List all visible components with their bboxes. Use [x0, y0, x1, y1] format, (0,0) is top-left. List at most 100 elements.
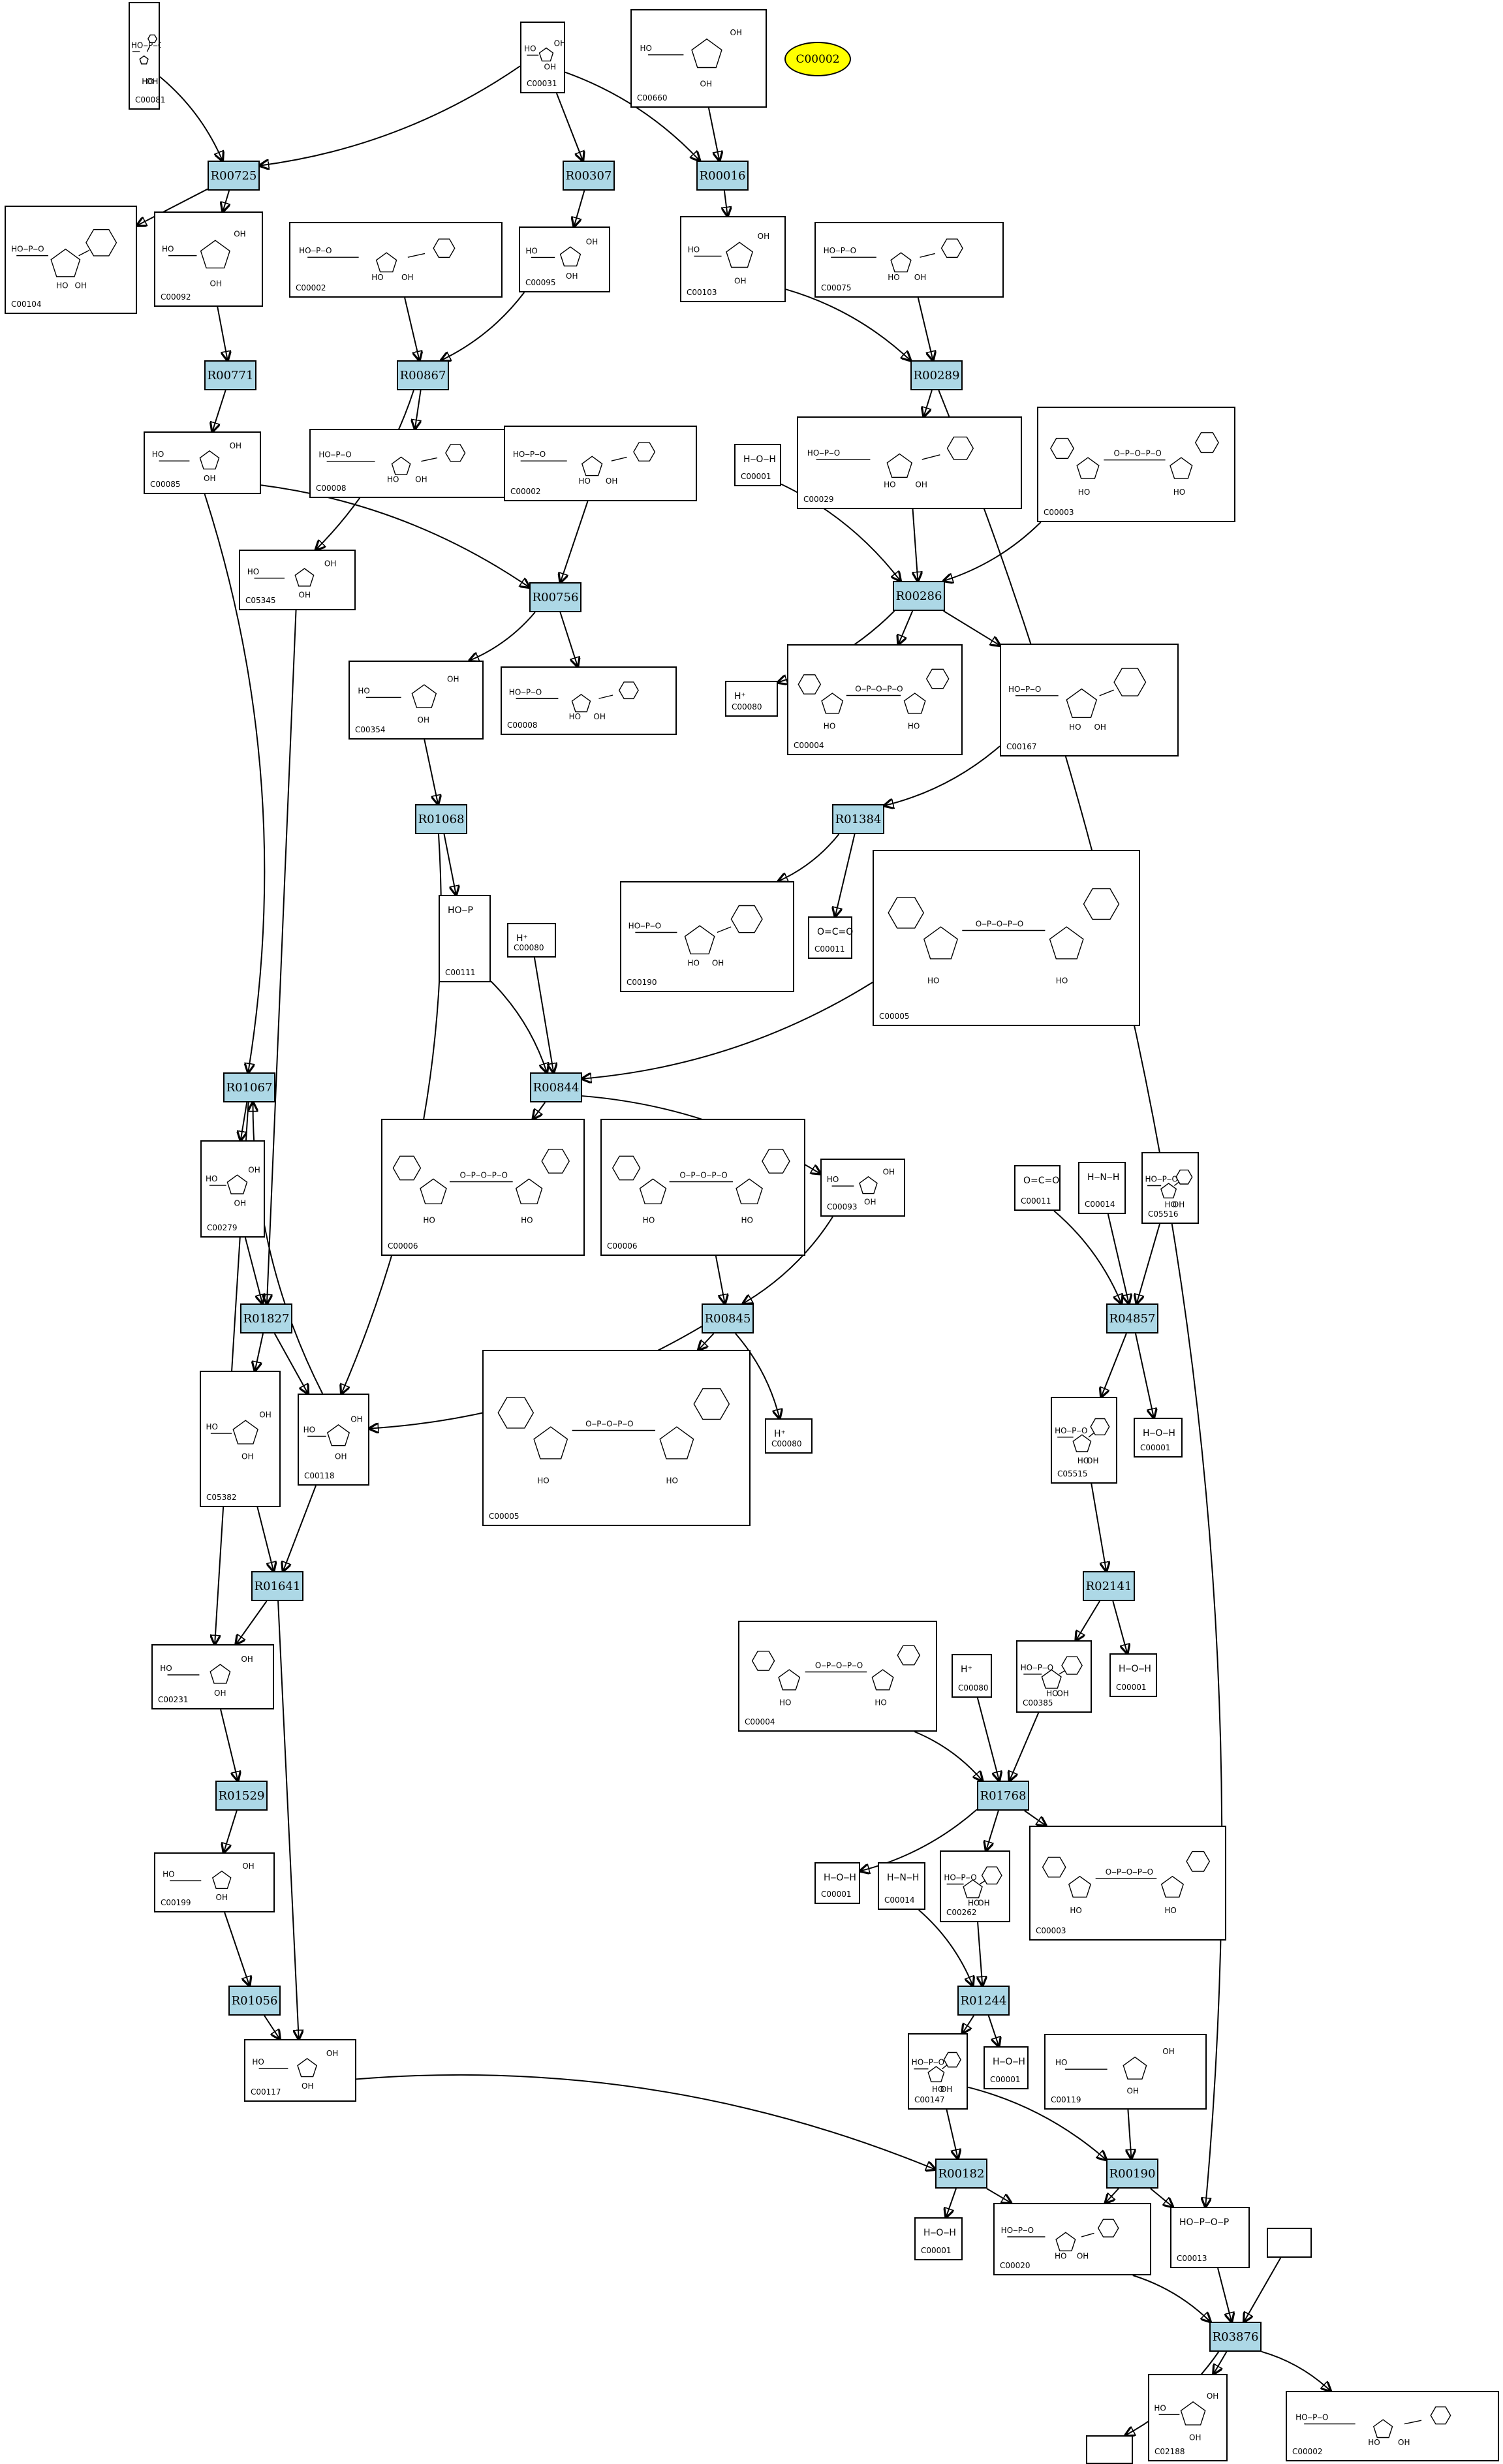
- reaction-r00016[interactable]: R00016: [696, 161, 749, 191]
- svg-text:HO‒P‒O: HO‒P‒O: [1145, 1175, 1178, 1184]
- reaction-r00867[interactable]: R00867: [397, 360, 449, 390]
- compound-c00080a[interactable]: H⁺C00080: [725, 681, 778, 717]
- reaction-r02141[interactable]: R02141: [1083, 1571, 1135, 1601]
- svg-text:HO: HO: [643, 1216, 655, 1225]
- reaction-r03876[interactable]: R03876: [1209, 2322, 1262, 2352]
- edge-c00031-R00307: [555, 93, 583, 161]
- reaction-r01384[interactable]: R01384: [832, 804, 884, 834]
- edge-c00013-R03876: [1217, 2268, 1232, 2322]
- reaction-r01827[interactable]: R01827: [240, 1303, 292, 1333]
- reaction-r01056[interactable]: R01056: [228, 1986, 281, 2016]
- compound-id: C05516: [1148, 1209, 1179, 1219]
- reaction-r00289[interactable]: R00289: [910, 360, 963, 390]
- reaction-r01529[interactable]: R01529: [215, 1781, 268, 1811]
- compound-blank2[interactable]: [1086, 2435, 1133, 2464]
- reaction-r00771[interactable]: R00771: [204, 360, 256, 390]
- edge-c00020-R03876: [1132, 2275, 1211, 2322]
- edge-R00771-c00085: [212, 390, 226, 431]
- edge-c00095-R00867: [441, 292, 525, 360]
- reaction-r04857[interactable]: R04857: [1106, 1303, 1158, 1333]
- reaction-r01641[interactable]: R01641: [251, 1571, 303, 1601]
- edge-R00190-c00013: [1150, 2188, 1173, 2207]
- reaction-r00845[interactable]: R00845: [702, 1303, 754, 1333]
- compound-id: C00385: [1023, 1698, 1053, 1708]
- svg-text:HO: HO: [371, 273, 383, 282]
- reaction-r00286[interactable]: R00286: [893, 581, 945, 611]
- reaction-r00190[interactable]: R00190: [1106, 2159, 1158, 2189]
- reaction-r00756[interactable]: R00756: [529, 582, 581, 612]
- reaction-r01067[interactable]: R01067: [223, 1072, 275, 1102]
- compound-c00080d[interactable]: H⁺C00080: [952, 1654, 992, 1698]
- compound-c00080b[interactable]: H⁺C00080: [507, 923, 556, 958]
- reaction-r00844[interactable]: R00844: [530, 1072, 582, 1102]
- compound-c00080c[interactable]: H⁺C00080: [765, 1418, 813, 1454]
- reaction-r00307[interactable]: R00307: [563, 161, 615, 191]
- reaction-r01068[interactable]: R01068: [415, 804, 467, 834]
- svg-text:HO: HO: [423, 1216, 435, 1225]
- reaction-r00725[interactable]: R00725: [208, 161, 260, 191]
- svg-text:OH: OH: [259, 1410, 271, 1419]
- edge-c00085-R00756: [260, 484, 529, 587]
- reaction-r01244[interactable]: R01244: [957, 1986, 1010, 2016]
- reaction-r01768[interactable]: R01768: [977, 1781, 1029, 1811]
- reaction-r00182[interactable]: R00182: [935, 2159, 987, 2189]
- compound-blank1[interactable]: [1267, 2228, 1312, 2258]
- highlight-compound-ellipse[interactable]: C00002: [784, 42, 851, 76]
